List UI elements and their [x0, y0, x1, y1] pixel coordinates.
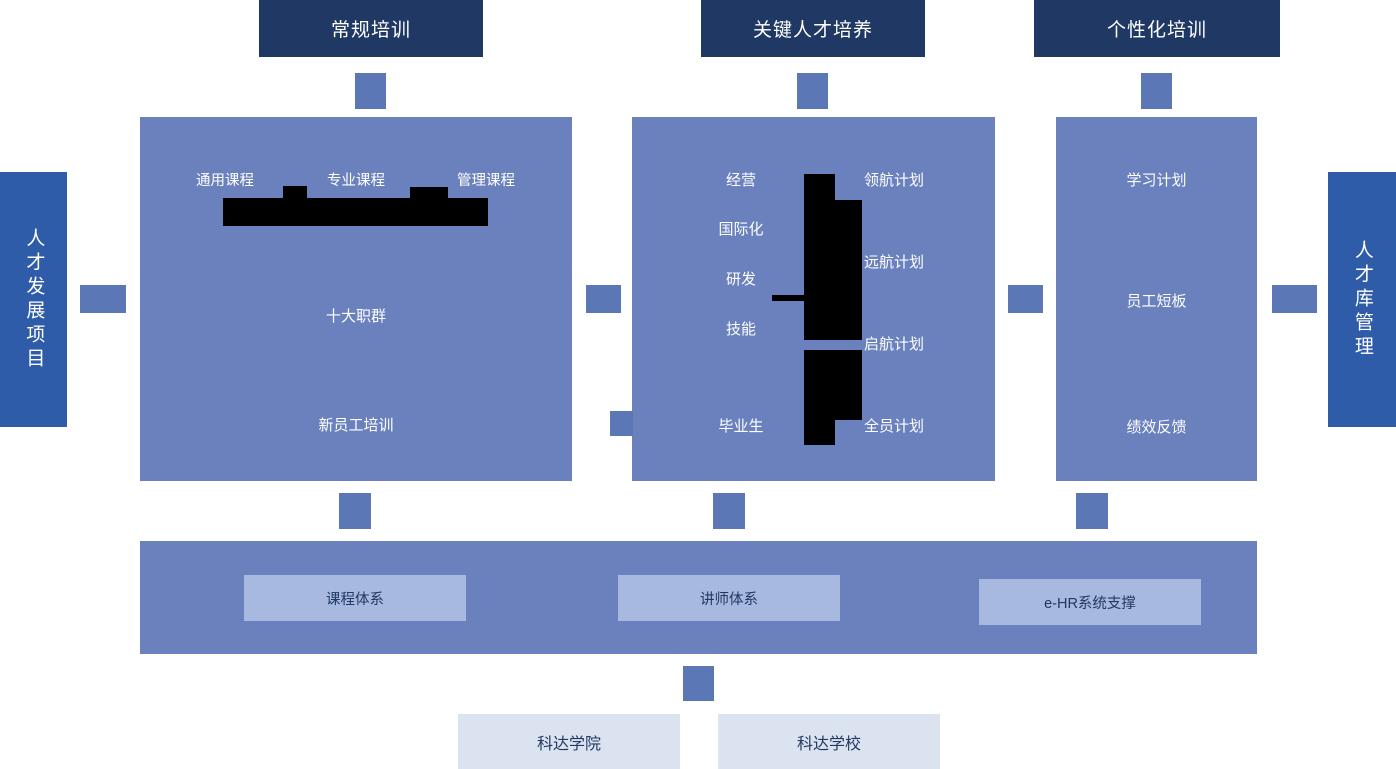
connector-header-to-panel-1 [355, 73, 386, 109]
connector-panel3-to-band [1076, 493, 1108, 529]
header-box-label: 关键人才培养 [752, 20, 873, 41]
header-box-regular-training: 常规培训 [259, 0, 483, 57]
support-chip-label: e-HR系统支撑 [1044, 595, 1136, 612]
connector-band-to-footer [683, 666, 714, 701]
support-chip-ehr-system: e-HR系统支撑 [979, 579, 1201, 625]
panel1-course-general: 通用课程 [196, 173, 254, 189]
header-box-label: 常规培训 [330, 20, 411, 41]
panel1-item-job-families: 十大职群 [325, 308, 386, 325]
connector-right-sidebar [1272, 285, 1317, 313]
side-bar-left-label: 人才发展项目 [23, 227, 45, 372]
support-chip-label: 讲师体系 [700, 591, 758, 608]
panel3-item-1: 学习计划 [1126, 172, 1187, 189]
redaction-block-b [410, 187, 448, 200]
redaction-pyramid-bar [772, 295, 832, 301]
connector-panel1-panel2 [586, 285, 621, 313]
redaction-pyramid-5 [804, 405, 835, 445]
redaction-pyramid-3 [804, 282, 862, 340]
connector-header-to-panel-2 [797, 73, 828, 109]
support-chip-course-system: 课程体系 [244, 575, 466, 621]
redaction-block-c [223, 198, 488, 226]
connector-panel2-stub [610, 411, 633, 436]
panel2-right-item-1: 领航计划 [863, 172, 924, 189]
panel2-left-item-1: 经营 [725, 172, 756, 189]
panel2-left-item-2: 国际化 [718, 221, 764, 238]
header-box-personalized-training: 个性化培训 [1034, 0, 1280, 57]
panel1-item-new-employee: 新员工培训 [318, 417, 394, 434]
connector-left-sidebar [80, 285, 126, 313]
footer-chip-label: 科达学校 [796, 735, 861, 753]
panel-personalized-training: 学习计划 员工短板 绩效反馈 [1056, 117, 1257, 481]
panel-regular-training: 通用课程 专业课程 管理课程 十大职群 新员工培训 [140, 117, 572, 481]
panel1-course-management: 管理课程 [457, 173, 515, 189]
connector-panel2-panel3 [1008, 285, 1043, 313]
panel2-left-item-4: 技能 [725, 321, 756, 338]
connector-panel2-to-band [713, 493, 745, 529]
panel2-right-item-2: 远航计划 [863, 254, 924, 271]
panel2-left-item-3: 研发 [725, 271, 756, 288]
panel3-item-2: 员工短板 [1126, 293, 1187, 310]
panel3-item-3: 绩效反馈 [1126, 419, 1187, 436]
panel2-right-item-4: 全员计划 [863, 418, 924, 435]
connector-panel1-to-band [339, 493, 371, 529]
side-bar-right-label: 人才库管理 [1351, 239, 1373, 360]
support-chip-instructor-system: 讲师体系 [618, 575, 840, 621]
support-band: 课程体系 讲师体系 e-HR系统支撑 [140, 541, 1257, 654]
header-box-key-talent: 关键人才培养 [701, 0, 925, 57]
support-chip-label: 课程体系 [326, 591, 384, 608]
redaction-block-a [283, 186, 307, 200]
header-box-label: 个性化培训 [1106, 20, 1207, 41]
panel2-right-item-3: 启航计划 [863, 336, 924, 353]
side-bar-left-talent-development: 人才发展项目 [0, 172, 67, 427]
panel2-left-item-5: 毕业生 [718, 418, 764, 435]
side-bar-right-talent-pool: 人才库管理 [1328, 172, 1396, 427]
connector-header-to-panel-3 [1141, 73, 1172, 109]
footer-chip-label: 科达学院 [536, 735, 601, 753]
panel1-course-professional: 专业课程 [327, 173, 385, 189]
panel-key-talent: 经营 国际化 研发 技能 毕业生 领航计划 远航计划 启航计划 全员计划 [632, 117, 995, 481]
footer-chip-keda-school: 科达学校 [718, 714, 940, 769]
footer-chip-keda-academy: 科达学院 [458, 714, 680, 769]
